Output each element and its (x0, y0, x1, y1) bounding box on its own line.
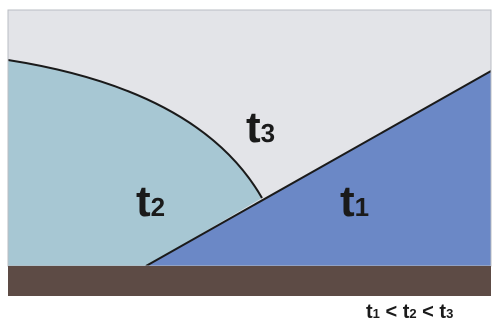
time-relation: t1 < t2 < t3 (366, 301, 453, 323)
ground-strip (8, 266, 491, 296)
t2-t3-boundary-line (7, 59, 263, 199)
label-t1: t1 (340, 177, 369, 226)
label-t3: t3 (246, 103, 275, 152)
t1-boundary-line (145, 70, 492, 267)
label-t2: t2 (136, 177, 165, 226)
region-t2 (8, 60, 262, 266)
